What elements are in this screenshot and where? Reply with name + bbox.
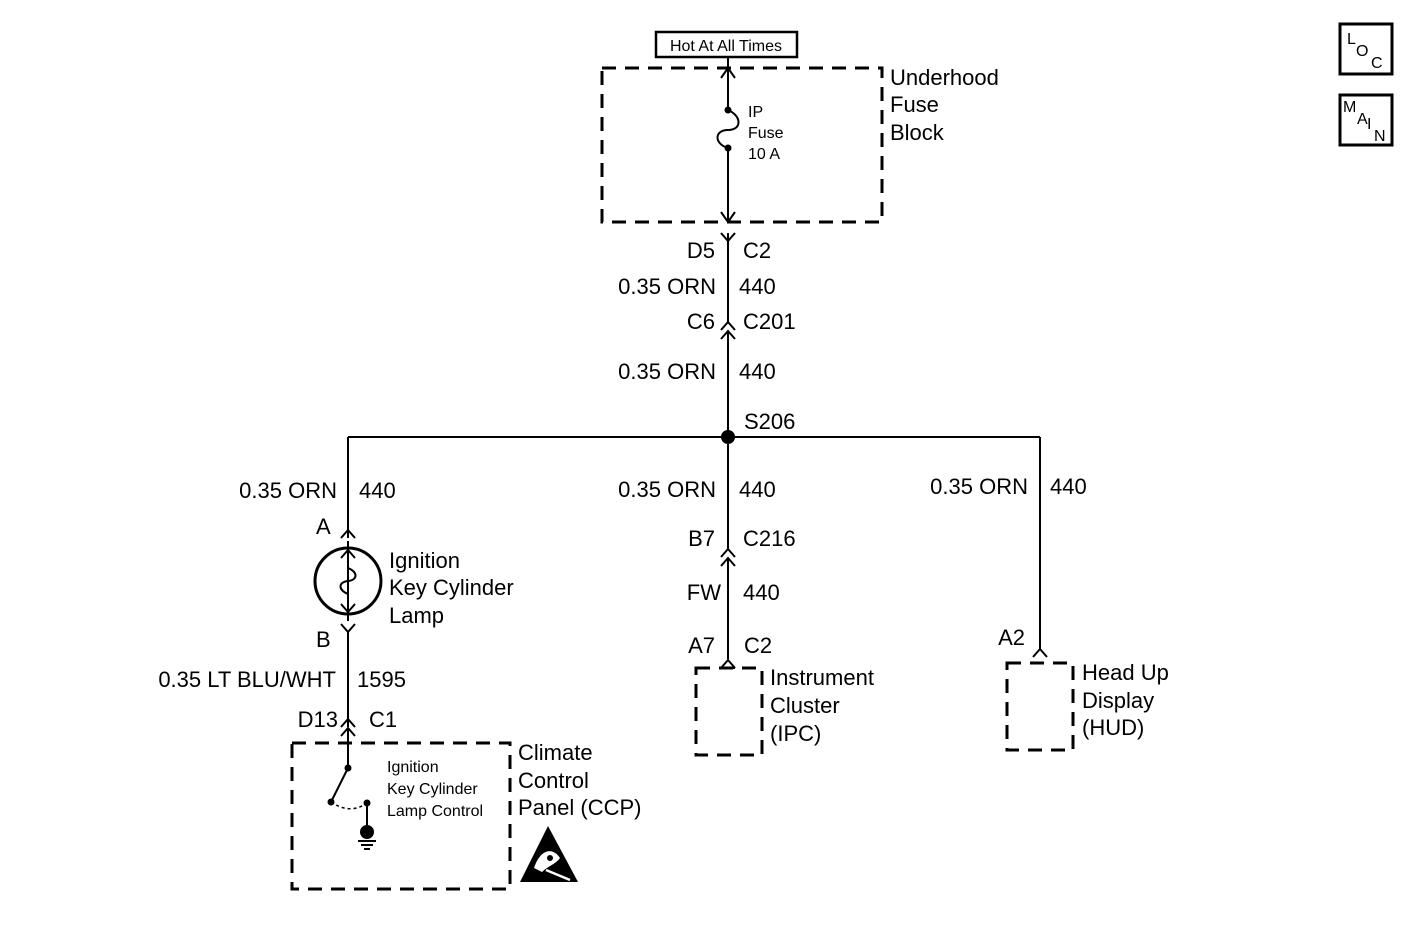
- mid-wire-spec: 0.35 ORN: [618, 477, 716, 502]
- trunk-conn1-pin: D5: [687, 238, 715, 263]
- fuse-label-1: IP: [748, 104, 763, 121]
- middle-branch-wire: [720, 437, 736, 669]
- right-wire-spec: 0.35 ORN: [930, 474, 1028, 499]
- trunk-wire2-circuit: 440: [739, 359, 776, 384]
- ipc-conn-name: C2: [744, 633, 772, 658]
- main-letter-i: I: [1367, 116, 1371, 133]
- main-letter-a: A: [1357, 111, 1368, 128]
- power-source-text: Hot At All Times: [670, 38, 782, 55]
- trunk-wire1-circuit: 440: [739, 274, 776, 299]
- loc-letter-l: L: [1347, 31, 1356, 48]
- hud-label-2: Display: [1082, 688, 1154, 713]
- mid-conn1-name: C216: [743, 526, 796, 551]
- mid-wire-circuit: 440: [739, 477, 776, 502]
- switch-label-1: Ignition: [387, 759, 439, 776]
- trunk-wire2-spec: 0.35 ORN: [618, 359, 716, 384]
- esd-warning-icon: [520, 826, 578, 882]
- lamp-label-1: Ignition: [389, 548, 460, 573]
- left-wire-spec: 0.35 ORN: [239, 478, 337, 503]
- ipc-outline: [694, 666, 764, 757]
- ipc-conn-pin: A7: [688, 633, 715, 658]
- left-wire2-spec: 0.35 LT BLU/WHT: [158, 667, 336, 692]
- left-branch-wire: [340, 437, 356, 539]
- ipc-label-2: Cluster: [770, 693, 840, 718]
- trunk-wire: [720, 232, 736, 437]
- lamp-pin-b: B: [316, 627, 331, 652]
- main-letter-n: N: [1374, 128, 1386, 145]
- ccp-label-1: Climate: [518, 740, 593, 765]
- trunk-conn2-name: C201: [743, 309, 796, 334]
- left-wire2-circuit: 1595: [357, 667, 406, 692]
- fuse-block-title-2: Fuse: [890, 92, 939, 117]
- hud-outline: [1005, 661, 1075, 752]
- ccp-outline: [290, 741, 512, 891]
- ground-icon: [358, 825, 376, 850]
- power-source-label: Hot At All Times: [654, 30, 799, 59]
- mid-wire2-circuit: 440: [743, 580, 780, 605]
- hud-conn-pin: A2: [998, 625, 1025, 650]
- trunk-conn2-pin: C6: [687, 309, 715, 334]
- main-button[interactable]: M A I N: [1338, 93, 1394, 147]
- splice-label: S206: [744, 409, 795, 434]
- lamp-label-3: Lamp: [389, 603, 444, 628]
- trunk-wire1-spec: 0.35 ORN: [618, 274, 716, 299]
- ccp-label-3: Panel (CCP): [518, 795, 641, 820]
- switch-label-2: Key Cylinder: [387, 781, 478, 798]
- loc-letter-c: C: [1371, 55, 1383, 72]
- loc-button[interactable]: L O C: [1338, 22, 1394, 76]
- ccp-label-2: Control: [518, 768, 589, 793]
- fuse-block-title-1: Underhood: [890, 65, 999, 90]
- lamp-label-2: Key Cylinder: [389, 575, 514, 600]
- fuse-label-2: Fuse: [748, 125, 784, 142]
- right-branch-wire: [1032, 437, 1048, 658]
- fuse-icon: [716, 58, 740, 224]
- fuse-label-3: 10 A: [748, 146, 780, 163]
- fuse-block-outline: [600, 66, 884, 224]
- hud-label-1: Head Up: [1082, 660, 1169, 685]
- lamp-pin-a: A: [316, 514, 331, 539]
- ccp-conn-name: C1: [369, 707, 397, 732]
- main-letter-m: M: [1343, 99, 1356, 116]
- mid-conn1-pin: B7: [688, 526, 715, 551]
- ipc-label-3: (IPC): [770, 721, 821, 746]
- ipc-label-1: Instrument: [770, 665, 874, 690]
- mid-wire2-spec: FW: [687, 580, 721, 605]
- fuse-block-title-3: Block: [890, 120, 945, 145]
- left-lower-wire: [340, 623, 356, 768]
- left-wire-circuit: 440: [359, 478, 396, 503]
- hud-label-3: (HUD): [1082, 715, 1144, 740]
- switch-icon: [327, 764, 371, 832]
- loc-letter-o: O: [1356, 43, 1368, 60]
- ccp-conn-pin: D13: [298, 707, 338, 732]
- trunk-conn1-name: C2: [743, 238, 771, 263]
- right-wire-circuit: 440: [1050, 474, 1087, 499]
- switch-label-3: Lamp Control: [387, 803, 483, 820]
- lamp-icon: [313, 541, 383, 621]
